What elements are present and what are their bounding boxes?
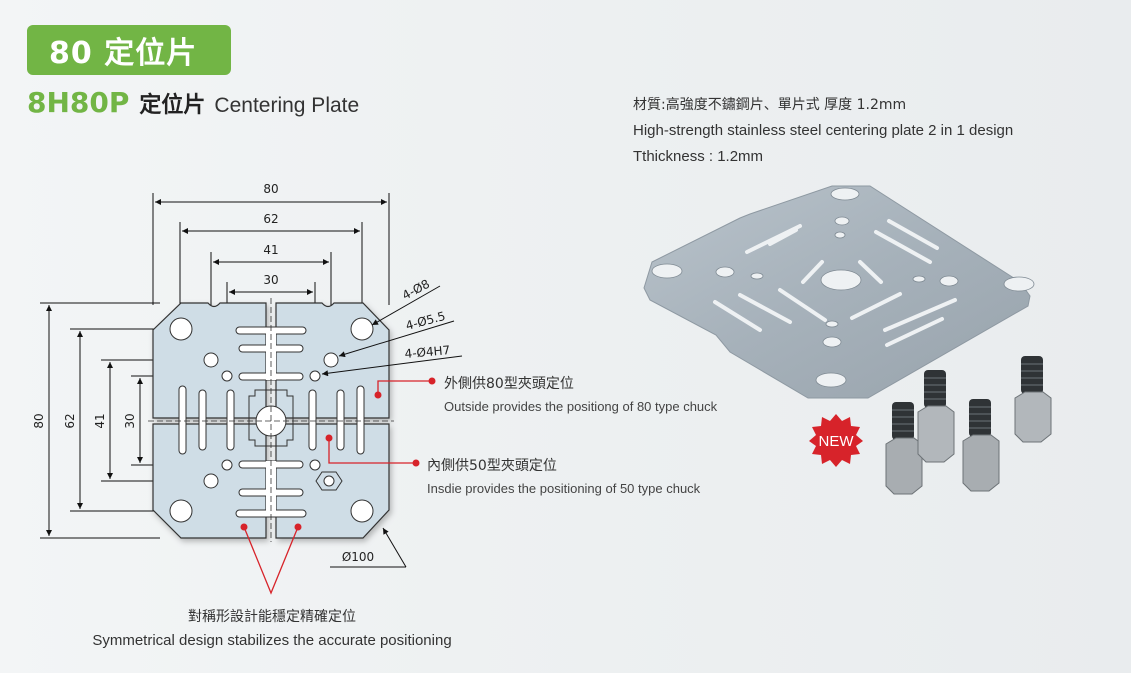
dim-h-62: 62 (263, 212, 278, 226)
callout-symmetric-en: Symmetrical design stabilizes the accura… (92, 632, 452, 649)
product-screws-photo (885, 356, 1052, 495)
new-badge-text: NEW (819, 433, 855, 450)
callout-inside-en: Insdie provides the positioning of 50 ty… (427, 481, 701, 496)
callout-symmetric-cn: 對稱形設計能穩定精確定位 (188, 609, 356, 625)
callout-symmetric: 對稱形設計能穩定精確定位 Symmetrical design stabiliz… (82, 606, 462, 649)
callout-outside-cn: 外側供80型夾頭定位 (444, 376, 574, 392)
model-title: 8H80P 定位片 Centering Plate (27, 86, 359, 119)
spec-design-en: High-strength stainless steel centering … (633, 122, 1014, 139)
plate-slots (169, 317, 374, 523)
diameter-leader (330, 527, 407, 568)
starburst-icon (809, 414, 863, 467)
hole-label-8: 4-Ø8 (400, 277, 432, 303)
model-name-cn: 定位片 (139, 93, 206, 118)
spec-thickness-en: Tthickness : 1.2mm (633, 148, 764, 165)
dim-v-80: 80 (32, 413, 46, 428)
hole-leaders (321, 285, 463, 377)
dim-h-41: 41 (263, 243, 278, 257)
callout-inside-cn: 內側供50型夾頭定位 (427, 458, 557, 474)
hole-label-4h7: 4-Ø4H7 (404, 343, 451, 361)
callout-lines (243, 380, 432, 595)
dim-h-30: 30 (263, 273, 278, 287)
callout-outside-en: Outside provides the positiong of 80 typ… (444, 399, 718, 414)
spec-material-cn: 材質:高強度不鏽鋼片、單片式 厚度 1.2mm (633, 97, 907, 113)
new-badge: NEW (809, 414, 863, 467)
dim-v-30: 30 (123, 413, 137, 428)
callout-outside: 外側供80型夾頭定位 Outside provides the position… (444, 373, 717, 414)
callout-inside: 內側供50型夾頭定位 Insdie provides the positioni… (427, 455, 700, 496)
model-name-en: Centering Plate (214, 94, 360, 117)
product-plate-photo (643, 185, 1035, 399)
series-badge: 80 定位片 (27, 25, 231, 75)
center-lines (148, 298, 394, 542)
dim-v-62: 62 (63, 413, 77, 428)
series-badge-text: 80 定位片 (49, 36, 198, 71)
spec-block: 材質:高強度不鏽鋼片、單片式 厚度 1.2mm High-strength st… (633, 92, 1013, 170)
dim-v-41: 41 (93, 413, 107, 428)
dim-h-80: 80 (263, 182, 278, 196)
outer-diameter-label: Ø100 (342, 550, 374, 564)
callout-dots (240, 377, 436, 531)
model-code: 8H80P (27, 86, 130, 119)
